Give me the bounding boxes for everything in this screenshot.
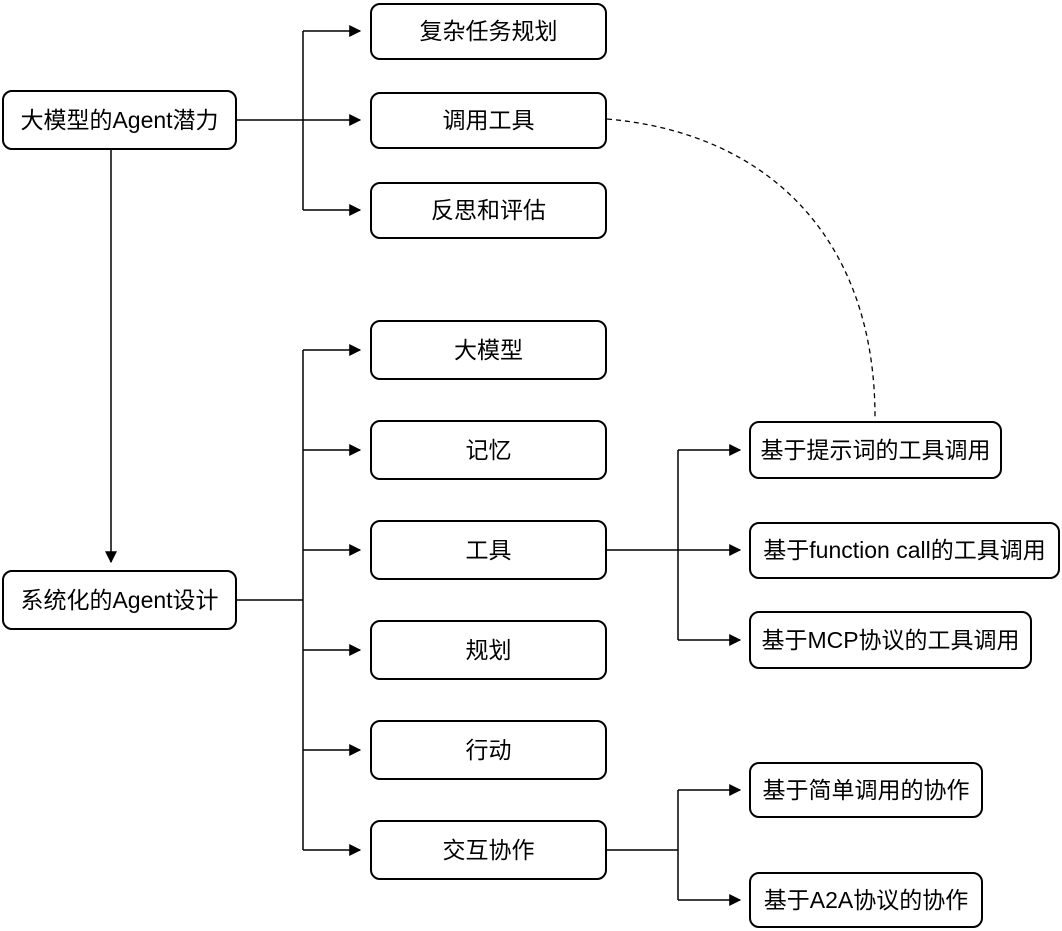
node-mcp-tool-call: 基于MCP协议的工具调用 <box>749 611 1032 669</box>
node-action: 行动 <box>370 720 607 780</box>
node-a2a-collab: 基于A2A协议的协作 <box>749 872 983 928</box>
node-function-call-tool-call: 基于function call的工具调用 <box>749 522 1060 579</box>
node-tool-calling: 调用工具 <box>370 92 607 149</box>
node-agent-potential: 大模型的Agent潜力 <box>2 90 237 150</box>
edge-toolcalling-prompttoolcall-dashed <box>606 118 876 418</box>
node-prompt-tool-call: 基于提示词的工具调用 <box>749 421 1002 479</box>
node-tools: 工具 <box>370 520 607 580</box>
node-interaction-collab: 交互协作 <box>370 820 607 880</box>
node-llm: 大模型 <box>370 320 607 380</box>
node-memory: 记忆 <box>370 420 607 480</box>
node-simple-call-collab: 基于简单调用的协作 <box>749 762 983 818</box>
node-complex-task-planning: 复杂任务规划 <box>370 3 607 60</box>
node-systematic-design: 系统化的Agent设计 <box>2 570 237 630</box>
node-reflection-evaluation: 反思和评估 <box>370 182 607 239</box>
node-planning: 规划 <box>370 620 607 680</box>
